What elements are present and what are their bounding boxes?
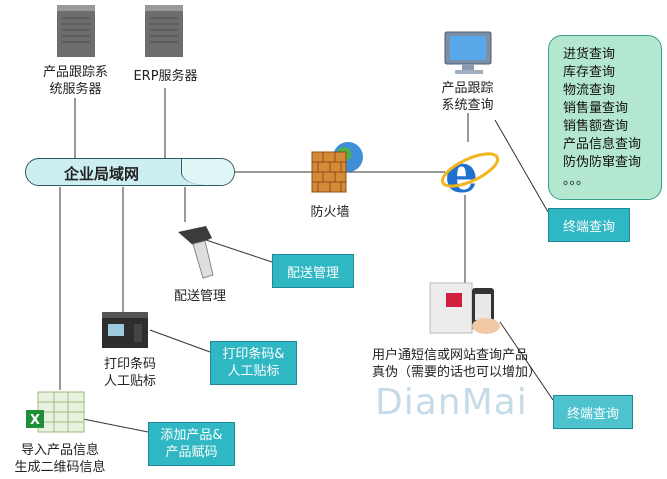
connector-lines [59,88,554,433]
callout-delivery: 配送管理 [272,254,354,288]
mobile-label: 用户通短信或网站查询产品真伪（需要的话也可以增加） [372,348,542,380]
erp-server-icon [145,5,183,57]
callout-add-product: 添加产品&产品赋码 [148,422,235,466]
callout-terminal-query-bottom: 终端查询 [553,395,633,429]
firewall-icon [311,142,363,193]
query-item: 销售额查询 [563,119,629,134]
query-list-box: 进货查询 库存查询 物流查询 销售量查询 销售额查询 产品信息查询 防伪防窜查询… [548,35,662,200]
mobile-scan-icon [429,282,500,334]
tracking-query-label: 产品跟踪系统查询 [441,81,494,113]
barcode-printer-icon [102,312,148,348]
erp-server-label: ERP服务器 [133,69,198,84]
query-list: 进货查询 库存查询 物流查询 销售量查询 销售额查询 产品信息查询 防伪防窜查询… [549,36,661,190]
lan-cylinder: 企业局域网 [25,158,235,186]
computer-icon [444,31,492,74]
callout-print: 打印条码&人工贴标 [210,341,297,385]
query-item: 。。。 [563,173,590,188]
scanner-label: 配送管理 [173,289,226,304]
svg-text:e: e [445,144,478,205]
barcode-scanner-icon [178,226,214,279]
firewall-label: 防火墙 [310,205,350,220]
query-item: 产品信息查询 [563,137,642,152]
excel-label: 导入产品信息生成二维码信息 [14,443,106,475]
svg-text:X: X [30,413,40,428]
lan-cylinder-end [181,159,234,185]
lan-label: 企业局域网 [64,165,140,183]
query-item: 库存查询 [563,65,616,80]
query-item: 销售量查询 [563,101,629,116]
tracking-server-label: 产品跟踪系统服务器 [42,65,108,97]
excel-file-icon: X [26,391,85,433]
watermark: DianMai [375,382,528,423]
query-item: 进货查询 [563,47,616,62]
callout-terminal-query-top: 终端查询 [548,208,630,242]
browser-icon: e [440,144,500,205]
printer-label: 打印条码人工贴标 [103,357,156,389]
query-item: 物流查询 [563,83,616,98]
query-item: 防伪防窜查询 [563,155,642,170]
tracking-server-icon [57,5,95,57]
